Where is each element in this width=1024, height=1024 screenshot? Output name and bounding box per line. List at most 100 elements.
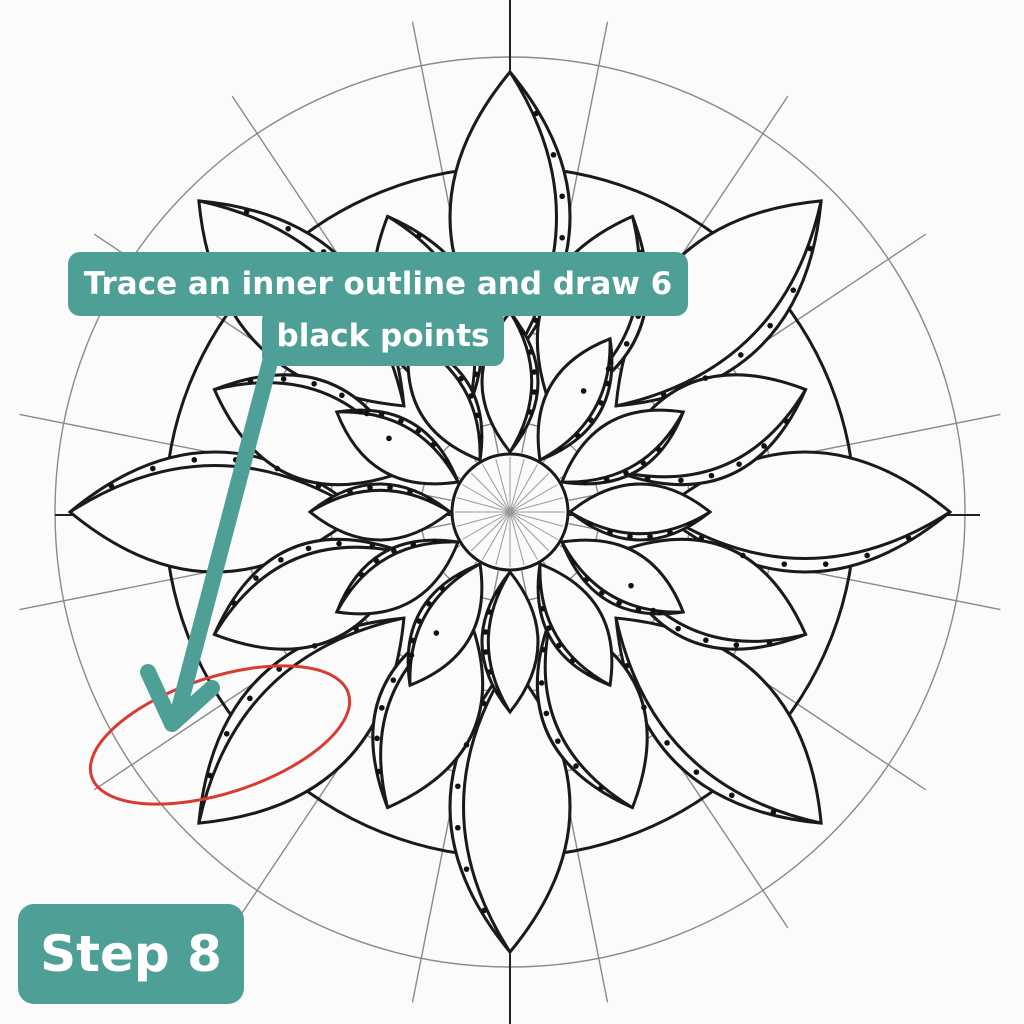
center-circle [450, 452, 570, 572]
black-point [607, 359, 614, 366]
black-point [574, 432, 581, 439]
black-point [738, 352, 744, 358]
black-point [327, 497, 333, 503]
inner-petal-inner-outline [561, 411, 685, 484]
black-point [408, 652, 415, 658]
inner-petal-inner-outline [539, 338, 612, 462]
black-point [555, 738, 561, 744]
black-point [305, 545, 312, 552]
outer-petal-inner-outline [659, 510, 951, 560]
center-ray [509, 497, 564, 513]
black-point [407, 488, 413, 495]
outer-petal-inner-outline [197, 616, 405, 824]
center-ray [509, 511, 558, 540]
black-point [391, 548, 397, 554]
outer-petal-inner-outline [615, 200, 823, 408]
highlight-ellipse-icon [88, 664, 352, 806]
black-point [311, 381, 317, 387]
black-point [474, 412, 481, 419]
black-point [386, 435, 392, 442]
black-point [539, 605, 546, 612]
black-point [439, 585, 446, 592]
black-point [315, 483, 322, 489]
instruction-callout: Trace an inner outline and draw 6 [68, 252, 688, 316]
black-point [527, 409, 534, 415]
black-point [463, 866, 470, 872]
black-point [569, 657, 576, 664]
black-point [556, 642, 562, 649]
center-ray [462, 511, 511, 540]
black-point [253, 575, 259, 581]
middle-petal [535, 611, 649, 810]
black-point [624, 663, 630, 669]
black-point [426, 600, 432, 607]
black-point [379, 705, 385, 711]
center-ray [462, 484, 511, 513]
black-point [604, 380, 611, 387]
middle-petal-inner-outline [213, 545, 409, 636]
black-point [623, 341, 630, 347]
arrow-pointer-icon [140, 354, 278, 732]
outer-petal-inner-outline [614, 617, 822, 825]
black-point [770, 809, 777, 816]
black-point [543, 710, 550, 717]
black-point [790, 287, 797, 293]
black-point [495, 689, 501, 695]
black-point [191, 457, 198, 463]
center-ray [470, 472, 511, 513]
black-point [573, 763, 579, 769]
black-point [378, 411, 385, 418]
black-point [693, 769, 700, 775]
black-point [376, 768, 382, 775]
black-point [481, 700, 487, 707]
black-point [644, 475, 651, 482]
black-point [767, 322, 773, 329]
center-ray [509, 472, 550, 513]
black-point [353, 626, 359, 632]
black-point [531, 369, 538, 375]
black-point [559, 193, 565, 200]
center-ray [509, 511, 538, 560]
center-ray [495, 458, 511, 513]
middle-petal-inner-outline [611, 388, 807, 479]
black-point [387, 484, 393, 491]
black-point [430, 441, 437, 448]
black-point [276, 666, 282, 672]
inner-petal-inner-outline [335, 540, 459, 613]
center-ray [509, 464, 538, 513]
black-point [206, 772, 213, 779]
black-point [761, 443, 767, 449]
black-point [247, 378, 254, 384]
middle-petal-inner-outline [543, 613, 634, 809]
black-point [278, 557, 284, 563]
black-point [603, 476, 610, 483]
black-point [640, 460, 647, 466]
black-point [486, 669, 493, 675]
black-point [486, 609, 493, 615]
black-point [223, 731, 230, 737]
black-point [664, 740, 670, 746]
black-point [540, 646, 547, 653]
inner-petal-inner-outline [309, 488, 451, 514]
black-point [570, 559, 576, 566]
black-point [635, 606, 642, 613]
black-point [582, 479, 589, 486]
black-point [150, 465, 156, 472]
black-point [431, 538, 438, 545]
inner-petal-inner-outline [408, 562, 481, 686]
instruction-callout-continued: black points [262, 310, 504, 366]
black-point [416, 232, 422, 239]
black-point [598, 590, 605, 596]
black-point [605, 366, 612, 372]
black-point [247, 695, 253, 702]
center-ray [456, 497, 511, 513]
black-point [628, 582, 634, 589]
black-point [367, 484, 373, 491]
center-ray [482, 464, 511, 513]
black-point [729, 792, 735, 799]
black-point [733, 642, 740, 648]
black-point [702, 375, 709, 381]
black-point [311, 643, 318, 649]
black-point [740, 552, 746, 559]
